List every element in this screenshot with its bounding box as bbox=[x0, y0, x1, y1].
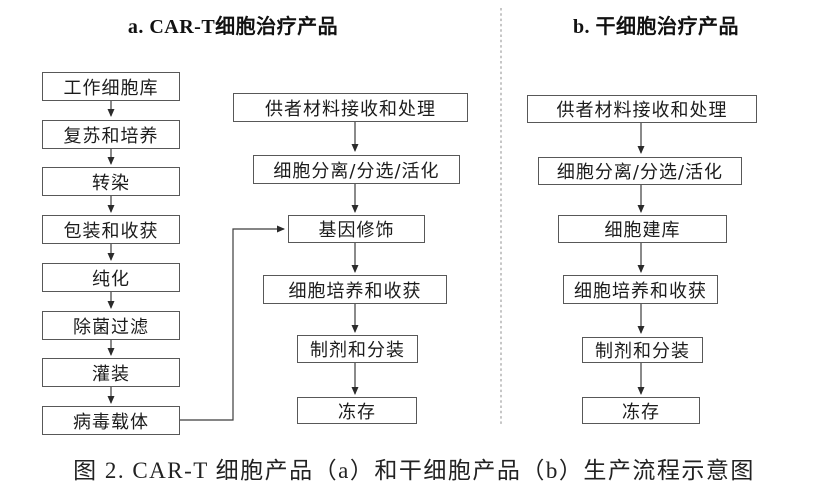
viral-vector-to-gene-modification-arrow bbox=[180, 225, 285, 421]
flow-box-b-cell-separation-selection-activation: 细胞分离/分选/活化 bbox=[538, 157, 742, 185]
flow-box-thaw-and-culture: 复苏和培养 bbox=[42, 120, 180, 149]
flow-box-a-formulation-and-filling: 制剂和分装 bbox=[297, 335, 418, 363]
flow-box-a-cell-separation-selection-activation: 细胞分离/分选/活化 bbox=[253, 155, 460, 184]
flow-box-b-cryopreservation: 冻存 bbox=[582, 397, 700, 424]
flow-box-b-cell-culture-and-harvest: 细胞培养和收获 bbox=[563, 275, 718, 304]
flow-box-b-formulation-and-filling: 制剂和分装 bbox=[582, 337, 703, 363]
flow-box-gene-modification: 基因修饰 bbox=[288, 215, 425, 243]
section-b-title: b. 干细胞治疗产品 bbox=[572, 16, 740, 38]
flow-box-sterile-filtration: 除菌过滤 bbox=[42, 311, 180, 340]
flow-box-a-cryopreservation: 冻存 bbox=[297, 397, 417, 424]
flow-box-working-cell-bank: 工作细胞库 bbox=[42, 72, 180, 101]
flow-box-transfection: 转染 bbox=[42, 167, 180, 196]
flow-box-cell-banking: 细胞建库 bbox=[558, 215, 727, 243]
flow-box-purification: 纯化 bbox=[42, 263, 180, 292]
flow-box-a-cell-culture-and-harvest: 细胞培养和收获 bbox=[263, 275, 447, 304]
flow-box-b-donor-material-receipt: 供者材料接收和处理 bbox=[527, 95, 757, 123]
flow-box-packaging-and-harvest: 包装和收获 bbox=[42, 215, 180, 244]
flow-box-viral-vector: 病毒载体 bbox=[42, 406, 180, 435]
flow-box-a-donor-material-receipt: 供者材料接收和处理 bbox=[233, 93, 468, 122]
figure-caption: 图 2. CAR-T 细胞产品（a）和干细胞产品（b）生产流程示意图 bbox=[73, 458, 755, 483]
section-a-title: a. CAR-T细胞治疗产品 bbox=[127, 16, 339, 38]
flow-box-filling: 灌装 bbox=[42, 358, 180, 387]
